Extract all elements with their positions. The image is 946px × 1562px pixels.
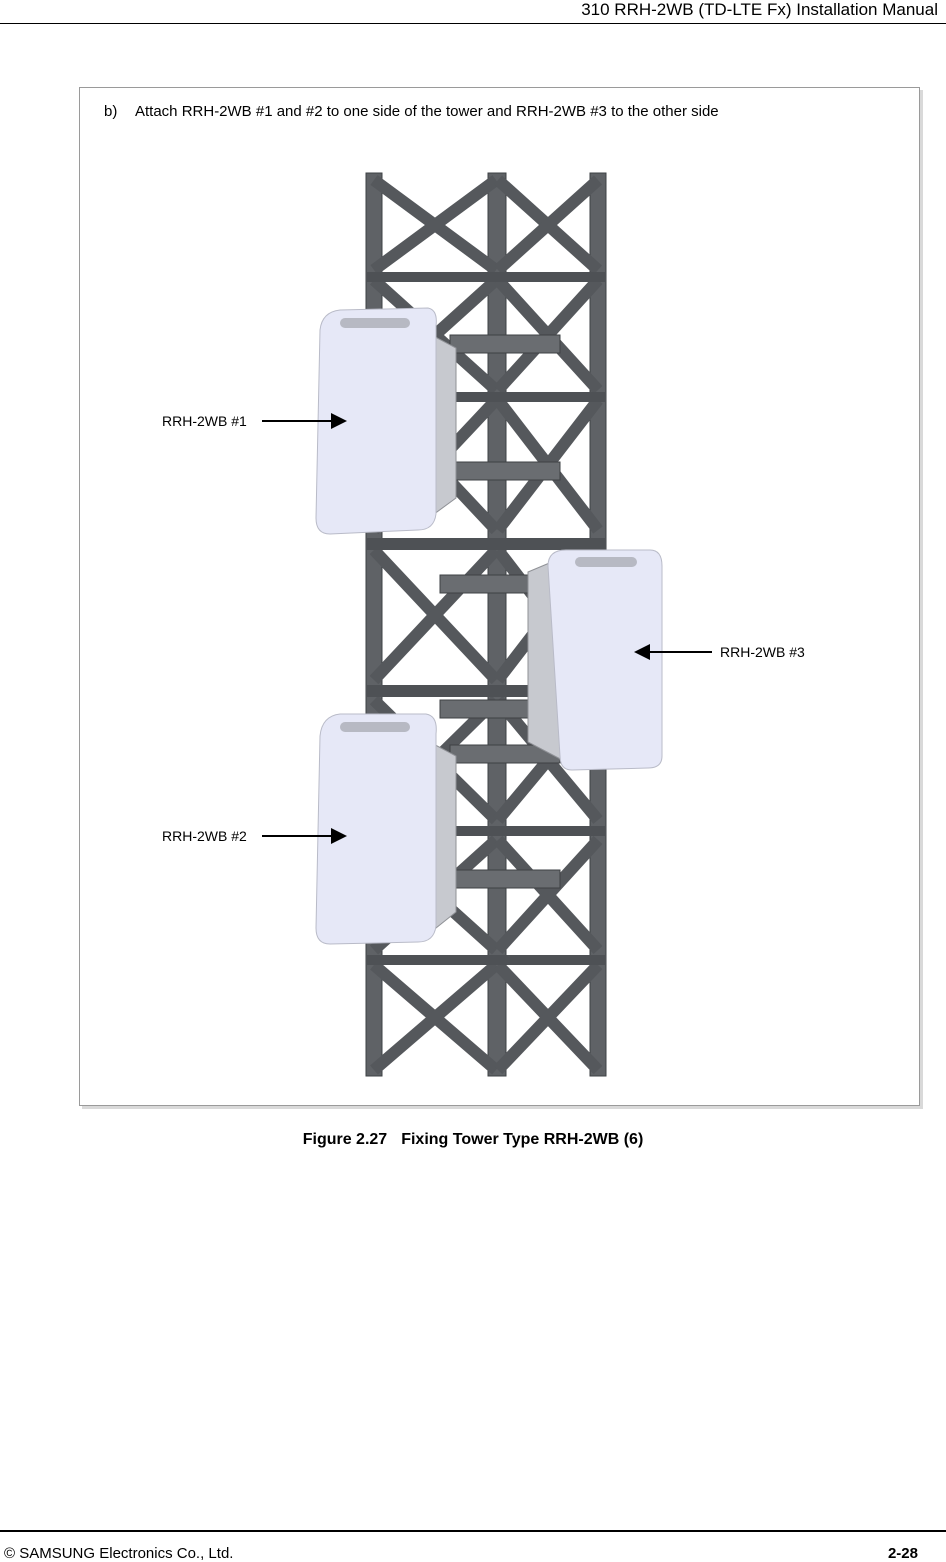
footer-divider xyxy=(0,1530,946,1532)
callout-rrh2: RRH-2WB #2 xyxy=(162,828,247,844)
step-text: Attach RRH-2WB #1 and #2 to one side of … xyxy=(135,103,719,120)
copyright: © SAMSUNG Electronics Co., Ltd. xyxy=(4,1545,234,1562)
mounting-brackets xyxy=(439,334,561,889)
rrh-unit-2 xyxy=(315,713,457,945)
step-instruction: b) Attach RRH-2WB #1 and #2 to one side o… xyxy=(104,103,719,120)
callout-rrh3: RRH-2WB #3 xyxy=(720,644,805,660)
callout-rrh1: RRH-2WB #1 xyxy=(162,413,247,429)
rrh-unit-3 xyxy=(527,549,663,771)
figure-caption: Figure 2.27 Fixing Tower Type RRH-2WB (6) xyxy=(0,1131,946,1149)
caption-number: Figure 2.27 xyxy=(302,1131,388,1148)
callout-arrows xyxy=(262,413,712,844)
caption-title: Fixing Tower Type RRH-2WB (6) xyxy=(401,1131,644,1148)
header-divider xyxy=(0,23,946,24)
rrh-unit-1 xyxy=(315,307,457,535)
manual-title: 310 RRH-2WB (TD-LTE Fx) Installation Man… xyxy=(581,0,938,19)
step-letter: b) xyxy=(104,103,118,120)
page-number: 2-28 xyxy=(887,1545,918,1562)
